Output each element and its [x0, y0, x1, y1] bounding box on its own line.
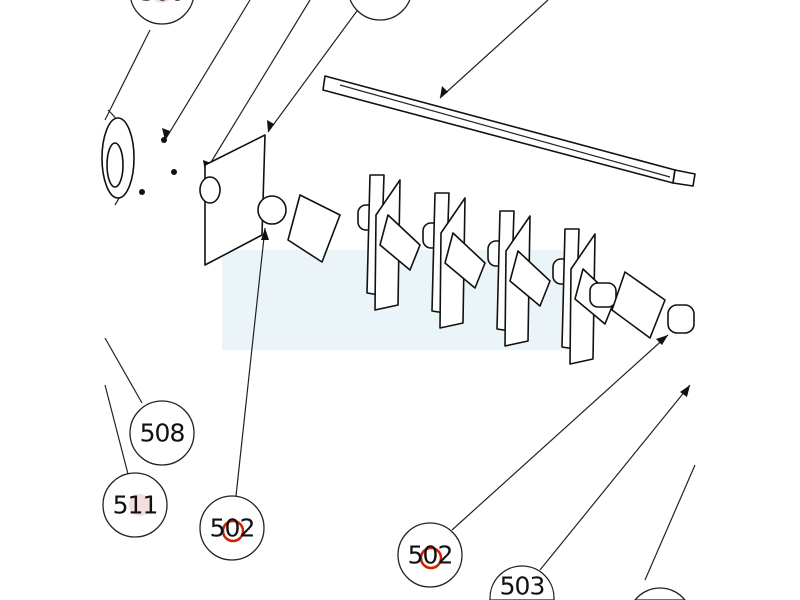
callout-circle [199, 495, 265, 561]
red-circle-marker [221, 519, 245, 543]
highlight-marker [129, 494, 151, 516]
spacer [589, 282, 617, 308]
callout-502-right[interactable]: 502 [397, 522, 463, 588]
callout-502-left[interactable]: 502 [199, 495, 265, 561]
blade-plate [379, 214, 421, 271]
callout-511[interactable]: 511 [102, 472, 168, 538]
leader-lines [104, 0, 696, 581]
washer-plate [611, 271, 666, 339]
callout-circle [129, 400, 195, 466]
callout-label: 502 [210, 514, 255, 543]
callout-circle-unlabeled [634, 587, 686, 600]
bearing-housing [101, 109, 177, 206]
blade-assembly [199, 134, 695, 365]
shaft [322, 75, 696, 187]
washer-plate [287, 194, 341, 263]
blade-plate [509, 250, 551, 307]
bushing [199, 176, 221, 204]
callout-label: 511 [113, 491, 158, 520]
callout-circle [489, 565, 555, 600]
blade-plate [444, 232, 486, 289]
bushing [667, 304, 695, 334]
callout-500[interactable]: 500 [130, 0, 194, 25]
callout-label: 500 [140, 0, 185, 7]
callout-503[interactable]: 503 [489, 565, 555, 600]
spacer [257, 195, 287, 225]
callout-circle-unlabeled [349, 0, 411, 21]
callout-label: 502 [408, 541, 453, 570]
callout-508[interactable]: 508 [129, 400, 195, 466]
callout-circle [130, 0, 194, 25]
callout-label: 508 [140, 419, 185, 448]
highlight-marker [154, 0, 170, 3]
callout-circle [397, 522, 463, 588]
red-circle-marker [419, 546, 443, 570]
callout-label: 503 [500, 572, 545, 600]
